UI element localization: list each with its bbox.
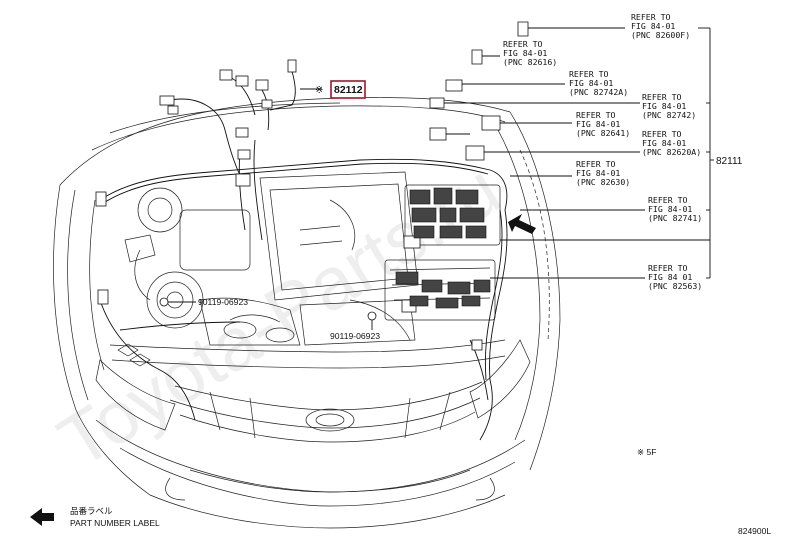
svg-text:FIG 84-01: FIG 84-01 [576,119,620,129]
svg-text:(PNC 82563): (PNC 82563) [648,281,702,291]
svg-text:REFER TO: REFER TO [503,39,543,49]
wire-harness [95,59,508,441]
svg-text:FIG 84-01: FIG 84-01 [642,101,686,111]
referenced-parts [429,21,529,161]
svg-text:FIG 84-01: FIG 84-01 [503,48,547,58]
refer-label-82641[interactable]: REFER TO FIG 84-01 (PNC 82641) [576,110,630,138]
main-part-number[interactable]: 82111 [716,156,743,167]
engine-assembly [124,171,501,346]
svg-text:(PNC 82620A): (PNC 82620A) [642,147,701,157]
note-label: ※ 5F [637,447,656,457]
legend-en: PART NUMBER LABEL [70,518,160,528]
legend-jp: 品番ラベル [70,506,113,516]
svg-text:(PNC 82616): (PNC 82616) [503,57,557,67]
bolt-part-number-2[interactable]: 90119-06923 [330,331,380,341]
bolt-part-number-1[interactable]: 90119-06923 [198,297,248,307]
legend-arrow-icon [30,508,54,526]
refer-label-82600F[interactable]: REFER TO FIG 84-01 (PNC 82600F) [631,12,690,40]
refer-label-82616[interactable]: REFER TO FIG 84-01 (PNC 82616) [503,39,557,67]
legend: 品番ラベル PART NUMBER LABEL [30,506,160,528]
svg-text:REFER TO: REFER TO [642,92,682,102]
svg-text:FIG 84-01: FIG 84-01 [642,138,686,148]
refer-label-82630[interactable]: REFER TO FIG 84-01 (PNC 82630) [576,159,630,187]
svg-text:FIG 84 01: FIG 84 01 [648,272,692,282]
svg-text:REFER TO: REFER TO [576,159,616,169]
highlight-box[interactable] [330,80,366,99]
svg-text:(PNC 82742A): (PNC 82742A) [569,87,628,97]
svg-text:FIG 84-01: FIG 84-01 [648,204,692,214]
svg-text:REFER TO: REFER TO [631,12,671,22]
figure-code: 824900L [738,526,771,536]
svg-text:(PNC 82741): (PNC 82741) [648,213,702,223]
highlight-prefix: ※ [315,85,323,96]
svg-text:FIG 84-01: FIG 84-01 [631,21,675,31]
svg-text:REFER TO: REFER TO [642,129,682,139]
svg-text:(PNC 82641): (PNC 82641) [576,128,630,138]
svg-text:REFER TO: REFER TO [569,69,609,79]
refer-label-82620A[interactable]: REFER TO FIG 84-01 (PNC 82620A) [642,129,701,157]
svg-text:FIG 84-01: FIG 84-01 [569,78,613,88]
part-label-location-arrow [508,214,536,234]
refer-label-82742A[interactable]: REFER TO FIG 84-01 (PNC 82742A) [569,69,628,97]
refer-label-82563[interactable]: REFER TO FIG 84 01 (PNC 82563) [648,263,702,291]
refer-label-82742[interactable]: REFER TO FIG 84-01 (PNC 82742) [642,92,696,120]
refer-label-82741[interactable]: REFER TO FIG 84-01 (PNC 82741) [648,195,702,223]
svg-text:REFER TO: REFER TO [648,263,688,273]
svg-text:REFER TO: REFER TO [576,110,616,120]
svg-text:(PNC 82630): (PNC 82630) [576,177,630,187]
bolt-icon [159,297,377,321]
leader-lines [168,27,714,330]
svg-text:(PNC 82600F): (PNC 82600F) [631,30,690,40]
highlight-part-number[interactable]: 82112 [334,84,363,96]
svg-text:FIG 84-01: FIG 84-01 [576,168,620,178]
svg-text:(PNC 82742): (PNC 82742) [642,110,696,120]
svg-text:REFER TO: REFER TO [648,195,688,205]
